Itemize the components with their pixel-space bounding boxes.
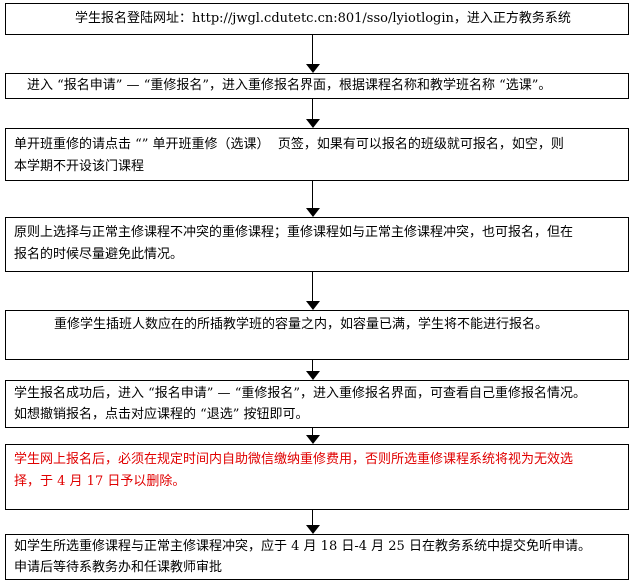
step-6-line-1: 学生报名成功后，进入 “报名申请” — “重修报名”，进入重修报名界面，可查看自… [14,386,586,401]
arrow-2-3 [306,99,320,128]
step-2-line-1: 进入 “报名申请” — “重修报名”，进入重修报名界面，根据课程名称和教学班名称… [27,78,552,93]
arrow-3-4 [306,181,320,217]
step-1-box: 学生报名登陆网址：http://jwgl.cdutetc.cn:801/sso/… [5,3,629,35]
step-4-box: 原则上选择与正常主修课程不冲突的重修课程；重修课程如与正常主修课程冲突，也可报名… [5,217,629,272]
arrow-1-2 [306,35,320,73]
step-7-line-2: 择，于 4 月 17 日予以删除。 [14,474,186,489]
step-2-box: 进入 “报名申请” — “重修报名”，进入重修报名界面，根据课程名称和教学班名称… [5,73,629,99]
step-3-box: 单开班重修的请点击 “” 单开班重修（选课） 页签，如果有可以报名的班级就可报名… [5,128,629,181]
step-5-line-1: 重修学生插班人数应在的所插教学班的容量之内，如容量已满，学生将不能进行报名。 [54,317,549,332]
step-4-line-2: 报名的时候尽量避免此情况。 [14,247,184,262]
arrow-6-7 [306,428,320,444]
arrow-7-8 [306,510,320,534]
step-3-line-2: 本学期不开设该门课程 [14,159,145,174]
step-8-line-1: 如学生所选重修课程与正常主修课程冲突，应于 4 月 18 日-4 月 25 日在… [14,539,591,554]
step-7-line-1: 学生网上报名后，必须在规定时间内自助微信缴纳重修费用，否则所选重修课程系统将视为… [14,452,574,467]
arrow-5-6 [306,360,320,380]
step-7-box: 学生网上报名后，必须在规定时间内自助微信缴纳重修费用，否则所选重修课程系统将视为… [5,444,629,510]
step-1-line-1: 学生报名登陆网址：http://jwgl.cdutetc.cn:801/sso/… [75,11,571,26]
step-6-box: 学生报名成功后，进入 “报名申请” — “重修报名”，进入重修报名界面，可查看自… [5,380,629,428]
arrow-4-5 [306,272,320,310]
step-8-line-2: 申请后等待系教务办和任课教师审批 [14,560,223,575]
step-4-line-1: 原则上选择与正常主修课程不冲突的重修课程；重修课程如与正常主修课程冲突，也可报名… [14,225,574,240]
step-5-box: 重修学生插班人数应在的所插教学班的容量之内，如容量已满，学生将不能进行报名。 [5,310,629,360]
step-3-line-1: 单开班重修的请点击 “” 单开班重修（选课） 页签，如果有可以报名的班级就可报名… [14,137,564,152]
step-8-box: 如学生所选重修课程与正常主修课程冲突，应于 4 月 18 日-4 月 25 日在… [5,534,629,580]
step-6-line-2: 如想撤销报名，点击对应课程的 “退选” 按钮即可。 [14,407,309,422]
